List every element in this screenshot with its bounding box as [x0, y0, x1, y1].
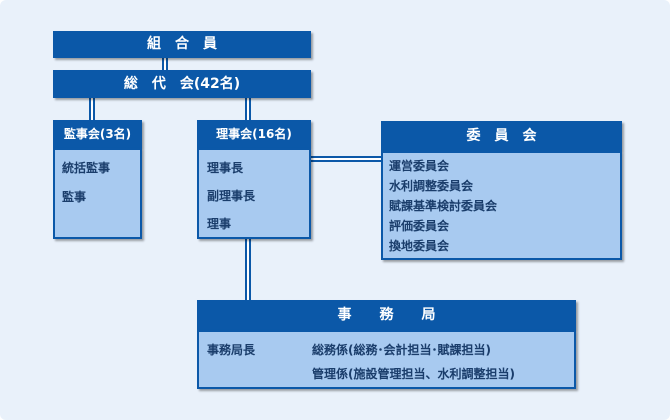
auditors-header: 監事会(3名) — [53, 120, 142, 148]
general-assembly-box: 総 代 会(42名) — [53, 70, 311, 98]
committees-panel: 運営委員会 水利調整委員会 賦課基準検討委員会 評価委員会 換地委員会 — [381, 151, 622, 260]
connector-board-committees — [311, 156, 381, 162]
connector-members-assembly — [162, 58, 168, 70]
connector-assembly-auditors — [89, 98, 95, 120]
auditors-panel: 統括監事 監事 — [53, 148, 142, 239]
board-item: 理事長 — [207, 161, 244, 175]
union-members-label: 組 合 員 — [147, 36, 217, 52]
board-item: 副理事長 — [207, 189, 256, 203]
secretariat-section: 管理係(施設管理担当、水利調整担当) — [312, 367, 515, 381]
committee-item: 評価委員会 — [389, 219, 450, 233]
committees-header: 委 員 会 — [381, 121, 622, 151]
committee-item: 換地委員会 — [389, 239, 450, 253]
auditors-item: 監事 — [62, 190, 87, 204]
secretariat-section: 総務係(総務･会計担当･賦課担当) — [312, 343, 491, 357]
secretariat-header: 事 務 局 — [197, 300, 576, 330]
union-members-box: 組 合 員 — [53, 31, 311, 58]
connector-board-secretariat — [245, 239, 251, 300]
secretariat-panel: 事務局長 総務係(総務･会計担当･賦課担当) 管理係(施設管理担当、水利調整担当… — [197, 330, 576, 389]
board-title: 理事会(16名) — [216, 127, 292, 141]
board-item: 理事 — [207, 217, 232, 231]
connector-assembly-board — [245, 98, 251, 120]
auditors-item: 統括監事 — [62, 161, 111, 175]
board-header: 理事会(16名) — [197, 120, 311, 148]
general-assembly-label: 総 代 会(42名) — [123, 76, 241, 92]
committee-item: 賦課基準検討委員会 — [389, 199, 498, 213]
committee-item: 水利調整委員会 — [389, 179, 474, 193]
committee-item: 運営委員会 — [389, 159, 450, 173]
committees-title: 委 員 会 — [466, 128, 537, 144]
auditors-title: 監事会(3名) — [63, 127, 132, 141]
secretariat-head: 事務局長 — [207, 343, 256, 357]
board-panel: 理事長 副理事長 理事 — [197, 148, 311, 239]
secretariat-title: 事 務 局 — [337, 307, 436, 323]
